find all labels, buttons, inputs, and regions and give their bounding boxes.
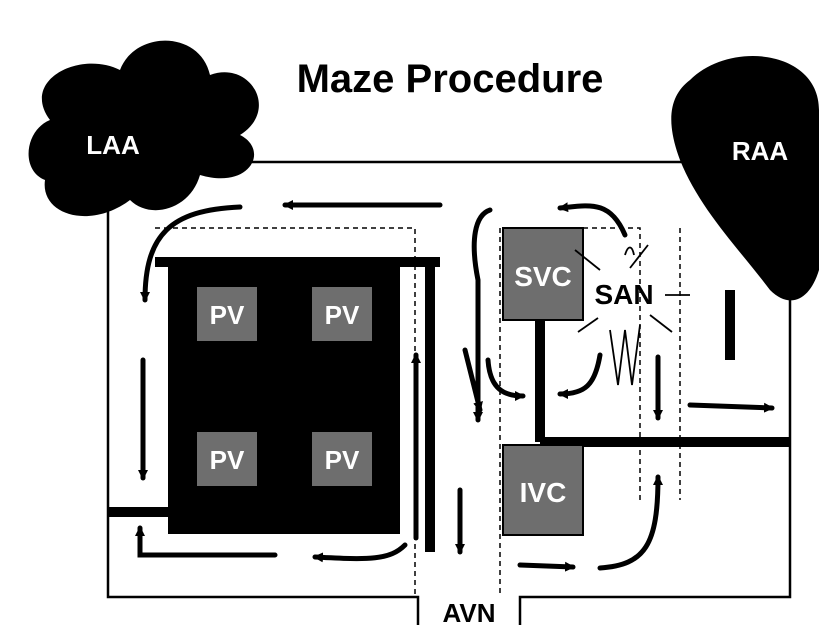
atria-outline bbox=[106, 160, 792, 625]
arrow bbox=[557, 352, 603, 399]
arrow bbox=[135, 525, 278, 558]
arrow bbox=[687, 402, 775, 413]
pv-label: PV bbox=[210, 445, 245, 475]
raa-label: RAA bbox=[732, 136, 789, 166]
ivc-label: IVC bbox=[520, 477, 567, 508]
pv-top-right: PV bbox=[312, 287, 372, 341]
sinoatrial-node: SAN bbox=[574, 244, 690, 386]
arrow bbox=[140, 204, 243, 303]
arrow bbox=[485, 357, 526, 401]
svc: SVC bbox=[502, 227, 584, 321]
laa-label: LAA bbox=[86, 130, 140, 160]
ivc: IVC bbox=[502, 444, 584, 536]
avn-label: AVN bbox=[443, 598, 496, 628]
san-label: SAN bbox=[594, 279, 653, 310]
pv-top-left: PV bbox=[197, 287, 257, 341]
pv-bottom-right: PV bbox=[312, 432, 372, 486]
pv-label: PV bbox=[325, 445, 360, 475]
left-atrial-appendage: LAA bbox=[28, 40, 259, 217]
arrow bbox=[471, 207, 493, 423]
arrow bbox=[517, 561, 576, 572]
right-atrial-appendage: RAA bbox=[671, 56, 819, 301]
activation-arrows bbox=[135, 200, 775, 572]
incision-lines bbox=[535, 290, 790, 447]
arrow bbox=[312, 542, 408, 563]
diagram-title: Maze Procedure bbox=[297, 57, 604, 101]
pulmonary-vein-block bbox=[108, 257, 440, 552]
pv-label: PV bbox=[210, 300, 245, 330]
svc-label: SVC bbox=[514, 261, 572, 292]
pv-bottom-left: PV bbox=[197, 432, 257, 486]
arrow bbox=[557, 202, 628, 238]
pv-label: PV bbox=[325, 300, 360, 330]
arrow bbox=[597, 474, 663, 571]
